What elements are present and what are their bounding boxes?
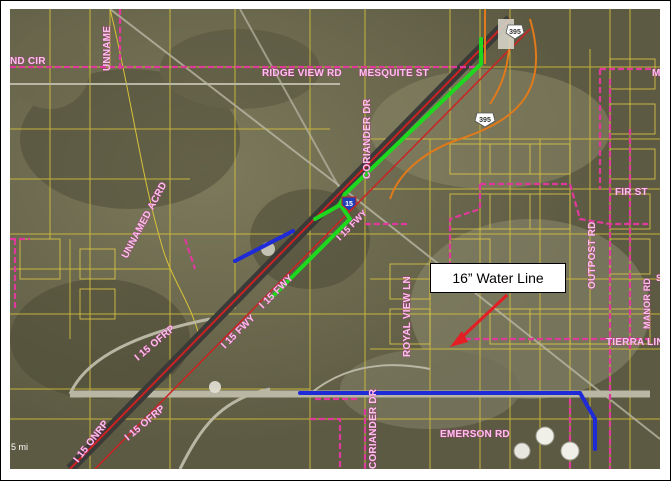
freeway-ramp-line [94,28,531,469]
interstate-15-number: 15 [345,201,353,208]
arrow-icon [450,293,509,347]
freeway-centerline [69,18,511,469]
jurisdiction-boundary [10,9,655,469]
water-line-callout: 16” Water Line [430,263,566,293]
label-nd-cir: ND CIR [10,56,46,67]
label-royal-view-ln: ROYAL VIEW LN [402,276,413,357]
interstate-shield-icon: 15 [341,196,357,212]
label-coriander-dr-north: CORIANDER DR [362,98,373,179]
label-emerson-rd: EMERSON RD [440,429,510,440]
parcel-curve [109,9,201,340]
proposed-water-line [270,37,483,299]
label-mc-edge: MC [652,68,660,79]
us-route-shield-icon: 395 [474,112,496,128]
scale-label: 5 mi [11,442,29,452]
label-tierra-lin: TIERRA LIN [606,337,660,348]
label-unnamed-top: UNNAME [102,26,113,71]
aerial-map: 395 395 15 ND CIR UNNAME RIDGE VIEW RD M… [10,9,660,469]
route-395-top: 395 [509,29,521,36]
label-manor-rd: MANOR RD [642,278,652,329]
existing-water-line [233,229,597,451]
label-fir-st: FIR ST [615,187,648,198]
route-395-mid: 395 [479,117,491,124]
label-coriander-dr-south: CORIANDER DR [368,388,379,469]
map-canvas: 395 395 15 ND CIR UNNAME RIDGE VIEW RD M… [10,9,660,469]
label-sl-edge: SL [656,273,660,283]
label-outpost-rd: OUTPOST RD [587,221,598,289]
label-ridge-view-rd: RIDGE VIEW RD [262,68,342,79]
label-mesquite-st: MESQUITE ST [359,68,429,79]
us-route-shield-icon: 395 [505,24,525,40]
